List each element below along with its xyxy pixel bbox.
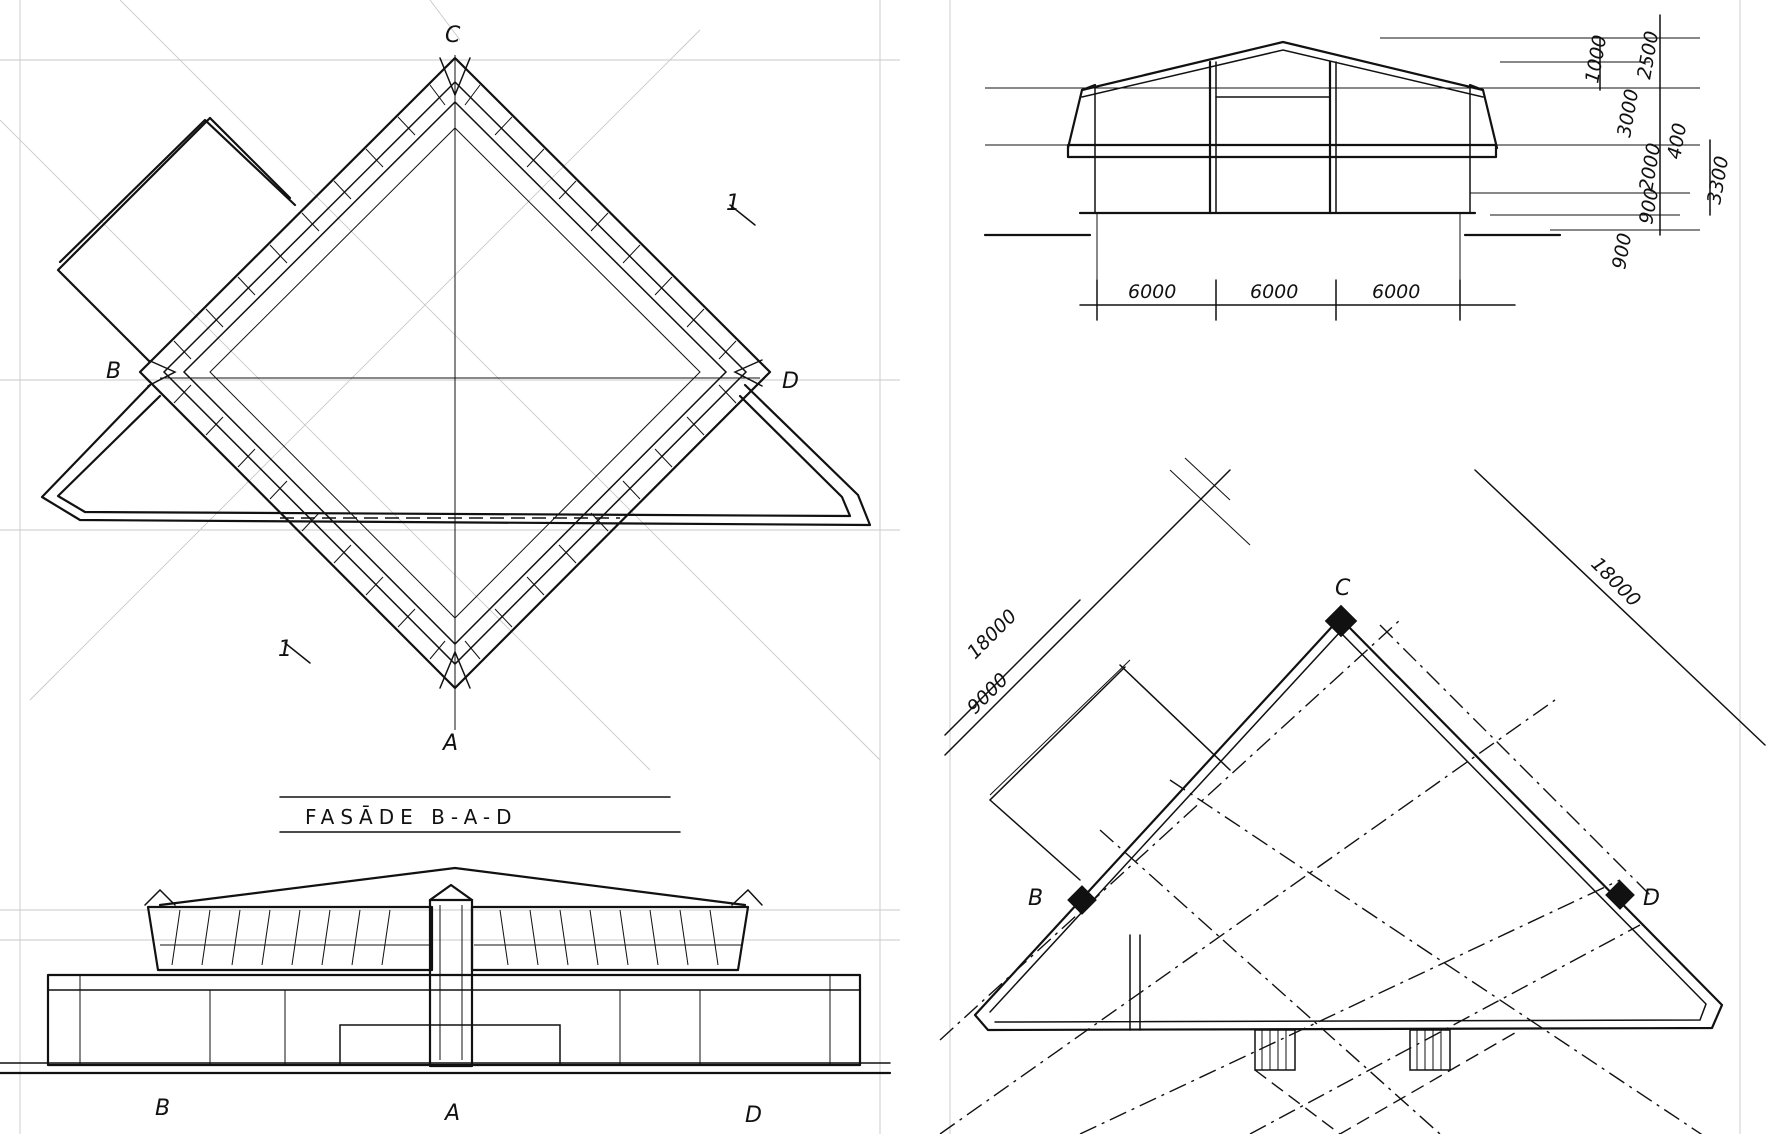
- section-dim-3000: 3000: [1613, 87, 1643, 138]
- plan2-label-b: B: [1028, 886, 1043, 911]
- section-dim-bay-2: 6000: [1250, 281, 1298, 303]
- section-mark-1: 1: [726, 191, 740, 216]
- plan-top-left: 1 1 C B D A: [40, 0, 872, 756]
- facade-window-mullions: [160, 909, 742, 966]
- facade-label-d: D: [745, 1103, 762, 1128]
- section-dim-2000: 2000: [1635, 141, 1665, 192]
- plan-label-a: A: [441, 731, 458, 756]
- section-dim-bay-3: 6000: [1372, 281, 1420, 303]
- section-dim-1000: 1000: [1581, 33, 1611, 84]
- plan-label-d: D: [782, 369, 799, 394]
- plan-label-b: B: [106, 359, 121, 384]
- facade-label-b: B: [155, 1096, 170, 1121]
- section-dim-3300: 3300: [1703, 154, 1733, 205]
- section-dim-400: 400: [1663, 121, 1691, 161]
- section-dim-2500: 2500: [1633, 29, 1663, 80]
- plan-bottom-right: 18000 9000 18000: [939, 457, 1766, 1139]
- plan-label-c: C: [445, 23, 461, 48]
- plan2-label-c: C: [1335, 576, 1351, 601]
- facade-elevation: FASĀDE B-A-D: [0, 796, 892, 1128]
- section-dim-900-b: 900: [1608, 231, 1636, 271]
- section-drawing: 6000 6000 6000 1000 2500 3000 400 2000 9…: [983, 14, 1733, 321]
- plan-dim-inner: 9000: [963, 669, 1013, 719]
- section-mark-line: [284, 642, 311, 664]
- section-dim-bay-1: 6000: [1128, 281, 1176, 303]
- plan2-label-d: D: [1643, 886, 1660, 911]
- facade-title: FASĀDE B-A-D: [305, 805, 517, 829]
- facade-label-a: A: [443, 1101, 460, 1126]
- section-mark-line: [729, 204, 756, 226]
- plan-dim-outer: 18000: [963, 605, 1021, 663]
- plan-window-panes: [173, 84, 737, 660]
- section-dim-900-a: 900: [1635, 186, 1663, 226]
- section-mark-1: 1: [278, 637, 292, 662]
